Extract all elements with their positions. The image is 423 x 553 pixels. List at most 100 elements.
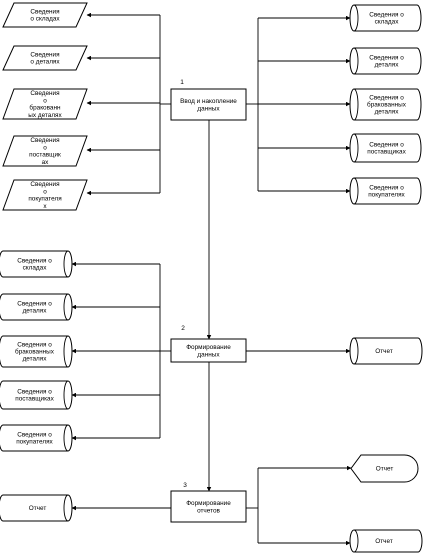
node-label-line: отчетов [197,507,220,514]
node-label-line: складах [23,265,48,272]
node-label-line: Сведения [30,90,60,97]
node-label-line: Сведения о [17,301,52,308]
storage-cylinder-edge [63,335,69,368]
node-label-line: деталях [375,109,400,116]
storage-cylinder-edge [353,47,359,75]
node-label-line: о складах [30,16,60,23]
storage-cylinder-edge [353,177,359,205]
node-label-line: Сведения о [17,258,52,265]
node-label-line: о [43,97,47,104]
node-label-line: поставщик [29,152,61,159]
node-label-line: Ввод и накопление [180,98,237,105]
node-label-line: Сведения о [369,142,404,149]
node-label-line: поставщиках [15,396,54,403]
node-label-line: о деталях [30,59,60,66]
storage-cylinder-edge [63,293,69,321]
storage-cylinder [349,337,423,365]
storage-cylinder-edge [353,88,359,121]
process-box [170,490,247,523]
storage-cylinder-edge [353,4,359,32]
display-shape [350,454,419,483]
storage-label: Отчет [375,538,393,545]
storage-label: Отчет [29,505,47,512]
node-label-line: Сведения [30,8,60,15]
node-label-line: деталях [375,62,400,69]
input-parallelogram [2,179,88,211]
node-label-line: данных [197,351,220,358]
storage-cylinder [349,47,422,75]
storage-cylinder [349,133,422,163]
node-label-line: Сведения [30,137,60,144]
report-store-bottom: Отчет [349,529,423,553]
node-label-line: деталях [23,356,48,363]
storage-cylinder-edge [353,337,359,365]
node-label-line: Сведения о [369,12,404,19]
input-parallelogram [2,88,88,120]
storage-cylinder [349,529,423,553]
node-label-line: Сведения о [369,55,404,62]
node-label-line: Сведения [30,51,60,58]
node-label-line: покупателя [28,196,62,203]
process-box [170,338,247,363]
input-parallelogram [2,135,88,167]
node-label-line: складах [375,19,400,26]
node-label-line: бракованн [29,104,61,112]
node-label-line: данных [197,105,220,112]
storage-cylinder-edge [353,133,359,163]
node-label-line: бракованных [15,348,55,356]
node-label-line: Сведения о [369,95,404,102]
node-label-line: Сведения о [17,389,52,396]
node-label-line: деталях [23,308,48,315]
node-label-line: покупателях [368,192,405,199]
node-label-line: Сведения о [17,342,52,349]
storage-cylinder [349,177,422,205]
connector-lines [71,12,352,546]
node-label-line: ах [42,159,50,166]
node-label-line: Сведения [30,181,60,188]
node-label-line: Сведения о [17,432,52,439]
node-label-line: ых деталях [28,112,62,119]
node-label-line: бракованных [367,101,407,109]
report-store-left: Отчет [0,494,73,522]
storage-cylinder-edge [63,380,69,410]
storage-cylinder [349,4,422,32]
display-label: Отчет [376,466,394,473]
process-number: 1 [180,79,184,86]
node-label-line: Формирование [186,344,231,351]
node-label-line: поставщиках [367,149,406,156]
storage-cylinder-edge [63,250,69,278]
node-label-line: покупателях [16,439,53,446]
storage-cylinder-edge [63,424,69,452]
input-parallelogram [2,2,88,28]
report-store-process2: Отчет [349,337,423,365]
storage-cylinder-edge [63,494,69,522]
process-number: 2 [181,325,185,332]
process-number: 3 [183,482,187,489]
report-display: Отчет [350,454,419,483]
node-label-line: Сведения о [369,185,404,192]
node-label-line: о [43,144,47,151]
storage-cylinder [349,88,422,121]
node-label-line: х [43,203,47,210]
process-box [170,88,247,121]
storage-label: Отчет [375,348,393,355]
storage-cylinder-edge [353,529,359,553]
